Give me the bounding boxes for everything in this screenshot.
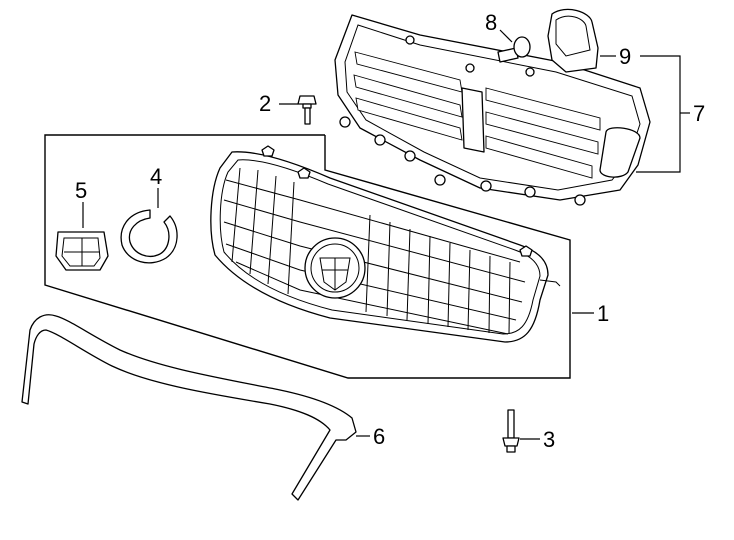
emblem-icon (55, 231, 109, 271)
bolt-icon (297, 95, 317, 125)
shutter-assembly-icon (334, 14, 651, 206)
molding-strip-icon (21, 314, 357, 501)
grille-assembly-icon (210, 145, 561, 343)
callout-2: 2 (259, 91, 271, 116)
callout-4: 4 (150, 164, 162, 189)
push-pin-icon (497, 36, 531, 63)
callout-1: 1 (597, 301, 609, 326)
callout-7: 7 (693, 101, 705, 126)
callout-8: 8 (485, 10, 497, 35)
stud-bolt-icon (502, 409, 520, 453)
leader-lines (82, 29, 690, 440)
callout-6: 6 (373, 424, 385, 449)
callout-9: 9 (619, 44, 631, 69)
callout-5: 5 (75, 178, 87, 203)
bracket-icon (547, 8, 599, 73)
grille-group-frame (44, 134, 571, 379)
callout-3: 3 (543, 427, 555, 452)
emblem-ring-icon (120, 209, 178, 264)
